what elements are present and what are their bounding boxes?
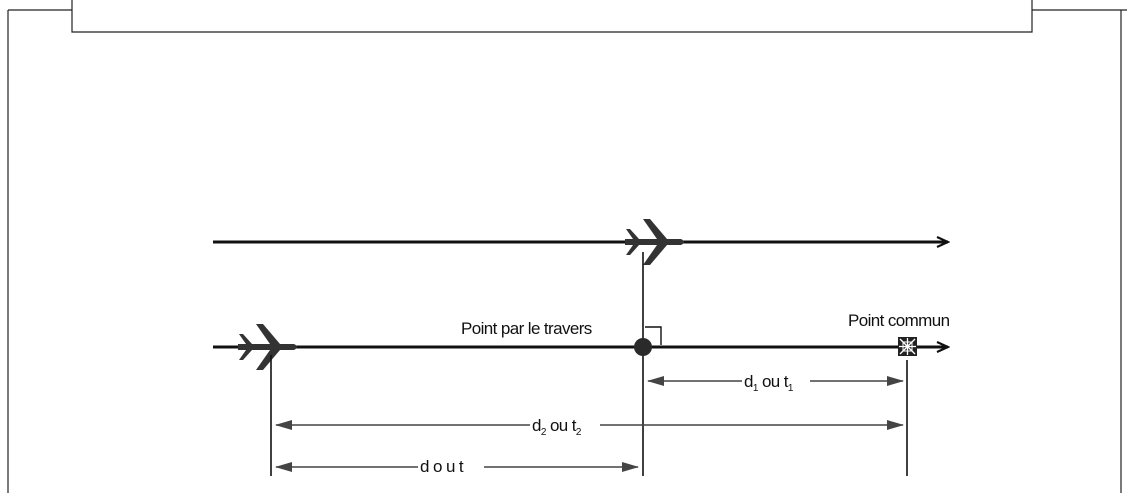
dimension-d2-label: d2 ou t2: [532, 416, 582, 438]
dimension-d1-label: d1 ou t1: [744, 372, 794, 394]
right-angle-icon: [645, 326, 662, 345]
aircraft-icon: [238, 324, 297, 370]
dimension-d-label: d o u t: [420, 457, 464, 476]
aircraft-icon: [625, 219, 684, 265]
common-point-label: Point commun: [848, 311, 950, 330]
abeam-point-icon: [634, 338, 652, 356]
common-point-icon: [898, 337, 917, 356]
abeam-point-label: Point par le travers: [461, 319, 592, 338]
page-frame: [7, 0, 1127, 493]
